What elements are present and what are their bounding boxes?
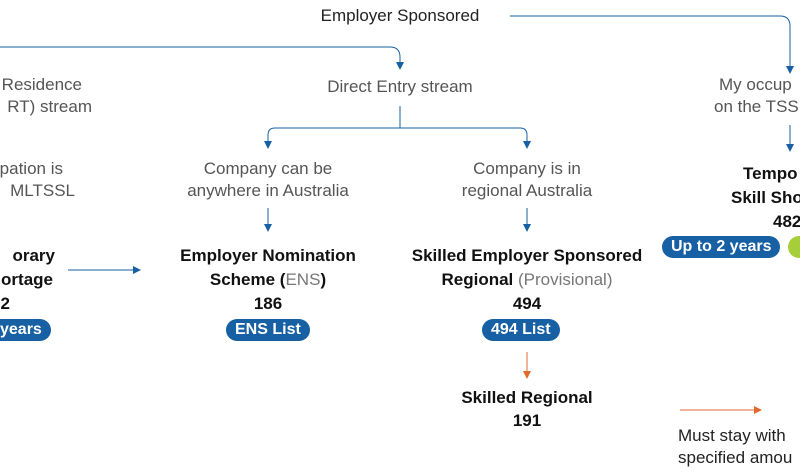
regional-visa-code: 494 <box>512 294 542 313</box>
ens-list-badge: ENS List <box>226 319 310 341</box>
ens-cond-line2: anywhere in Australia <box>187 181 349 200</box>
left-cond-line2: MLTSSL <box>10 181 75 200</box>
ens-visa-code: 186 <box>253 294 283 313</box>
right-cond-line1: My occup <box>719 75 792 94</box>
left-badge: years <box>0 319 51 341</box>
right-cond-line2: on the TSS <box>714 97 799 116</box>
ens-visa-line2: Scheme (ENS) <box>209 270 327 289</box>
root-to-direct-connector <box>0 46 404 70</box>
root-to-right-connector <box>510 15 794 74</box>
ens-visa-line1: Employer Nomination <box>180 246 356 265</box>
regional-visa-line1: Skilled Employer Sponsored <box>411 246 643 265</box>
ens-cond-line1: Company can be <box>203 159 333 178</box>
regional-visa-line2: Regional (Provisional) <box>441 270 613 289</box>
skilled-regional-label: Skilled Regional <box>461 388 593 407</box>
left-stream-line1: Residence <box>1 75 82 94</box>
right-visa-code: 482 <box>773 212 800 231</box>
right-visa-line1: Tempo <box>743 164 798 183</box>
green-badge-icon <box>788 236 800 258</box>
legend-line2: specified amou <box>678 448 793 467</box>
direct-entry-title: Direct Entry stream <box>327 77 473 96</box>
legend-line1: Must stay with <box>678 426 786 445</box>
regional-cond-line1: Company is in <box>473 159 581 178</box>
root-title: Employer Sponsored <box>320 6 480 25</box>
left-stream-line2: RT) stream <box>7 97 92 116</box>
494-list-badge: 494 List <box>482 319 560 341</box>
right-badge: Up to 2 years <box>662 236 781 258</box>
left-visa-line1: orary <box>12 246 55 265</box>
left-cond-line1: pation is <box>0 159 63 178</box>
skilled-regional-code: 191 <box>512 411 542 430</box>
regional-cond-line2: regional Australia <box>461 181 593 200</box>
direct-split-connector <box>267 127 528 144</box>
right-visa-line2: Skill Sho <box>731 188 800 207</box>
left-visa-line2: ortage <box>1 270 53 289</box>
left-visa-code: 2 <box>0 294 10 313</box>
